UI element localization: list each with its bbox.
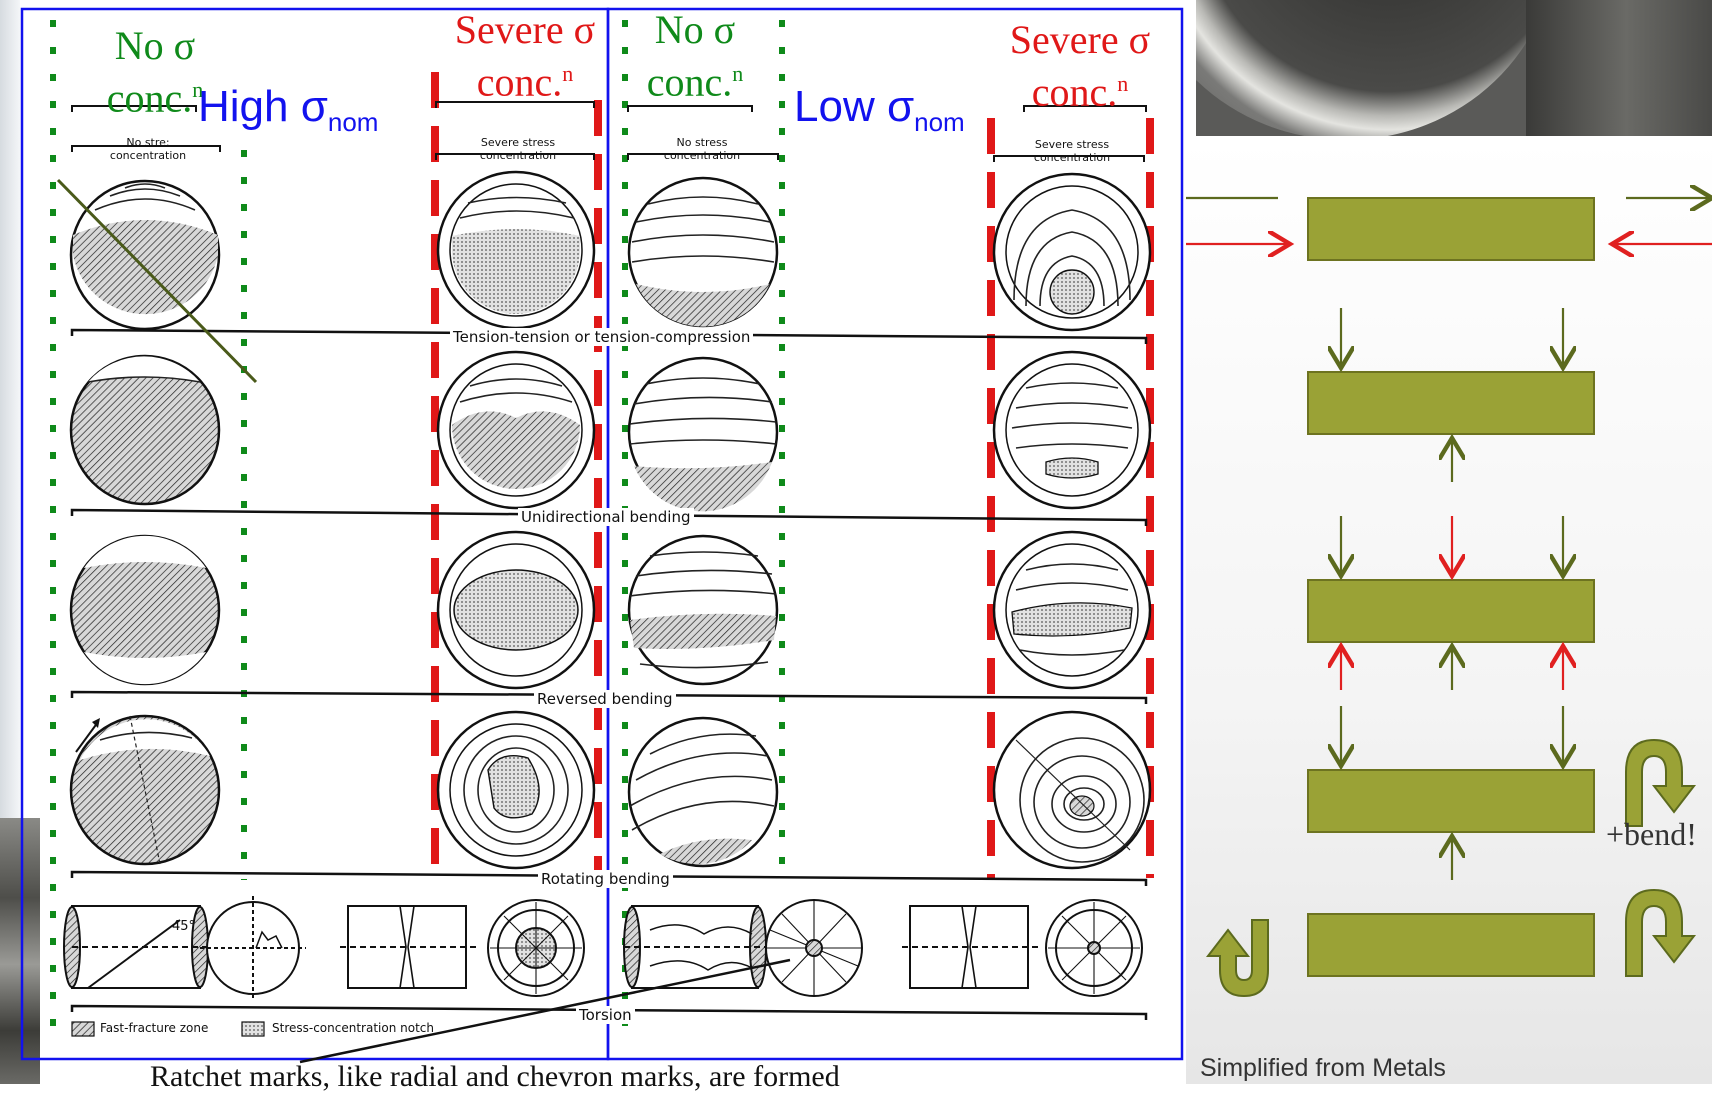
row-label-unidirectional: Unidirectional bending [518,508,694,526]
loading-diagrams [1186,136,1712,998]
header-severe-high: Severe σ conc.n [440,8,610,104]
header-severe-low: Severe σ conc.n [990,18,1170,114]
header-text: No σ [654,7,736,52]
subscript: nom [914,106,965,137]
superscript: n [562,61,574,86]
col-label-severe-low: Severe stress concentration [1033,138,1111,164]
left-background-panel [0,0,20,818]
header-text: conc. [646,59,733,105]
bar-rotating [1307,769,1595,833]
bar-tension [1307,197,1595,261]
superscript: n [192,77,204,102]
row-label-rotating: Rotating bending [538,870,673,888]
header-text: conc. [476,59,563,105]
legend-swatch-notch [241,1021,265,1037]
bar-torsion [1307,913,1595,977]
nom-text: Low σ [794,82,915,131]
row-unidirectional-bending [69,350,1152,512]
nom-text: High σ [198,82,328,131]
caption: Ratchet marks, like radial and chevron m… [150,1060,840,1093]
row-rotating-bending [69,710,1152,870]
angle-label: 45° [172,919,196,934]
header-text: conc. [106,75,193,121]
label-high-sigma-nom: High σnom [198,82,378,138]
fatigue-fracture-figure [20,7,1184,1064]
fracture-photo-left [0,818,40,1084]
row-reversed-bending [69,530,1152,690]
row-label-torsion: Torsion [576,1006,635,1024]
col-label-severe-high: Severe stress concentration [479,136,557,162]
row-tension [69,170,1152,332]
header-text: Severe σ [454,7,596,52]
bend-label: +bend! [1606,816,1697,852]
bar-unidirectional [1307,371,1595,435]
blue-frame-low [606,7,1184,1061]
row-label-tension: Tension-tension or tension-compression [450,328,754,346]
header-no-conc-high: No σ conc.n [60,24,250,120]
header-text: No σ [114,23,196,68]
rotation-arrow-icons [1205,738,1697,998]
row-torsion [63,896,1143,1000]
label-low-sigma-nom: Low σnom [794,82,965,138]
bar-reversed [1307,579,1595,643]
annotation-line-2 [299,958,791,1064]
superscript: n [1117,71,1129,96]
subscript: nom [327,106,379,137]
fracture-photo-top-right [1196,0,1712,136]
legend-fast-label: Fast-fracture zone [100,1021,209,1035]
col-label-no-stress-low: No stress concentration [663,136,741,162]
credit-text: Simplified from Metals [1200,1054,1446,1082]
header-text: conc. [1031,69,1118,115]
col-label-no-stress-high: No stre: concentration [109,136,187,162]
annotation-line-1 [56,178,258,384]
row-label-reversed: Reversed bending [534,690,676,708]
header-text: Severe σ [1009,17,1151,62]
superscript: n [732,61,744,86]
legend-swatch-fast [71,1021,95,1037]
legend-notch-label: Stress-concentration notch [272,1021,434,1035]
header-no-conc-low: No σ conc.n [630,8,760,104]
